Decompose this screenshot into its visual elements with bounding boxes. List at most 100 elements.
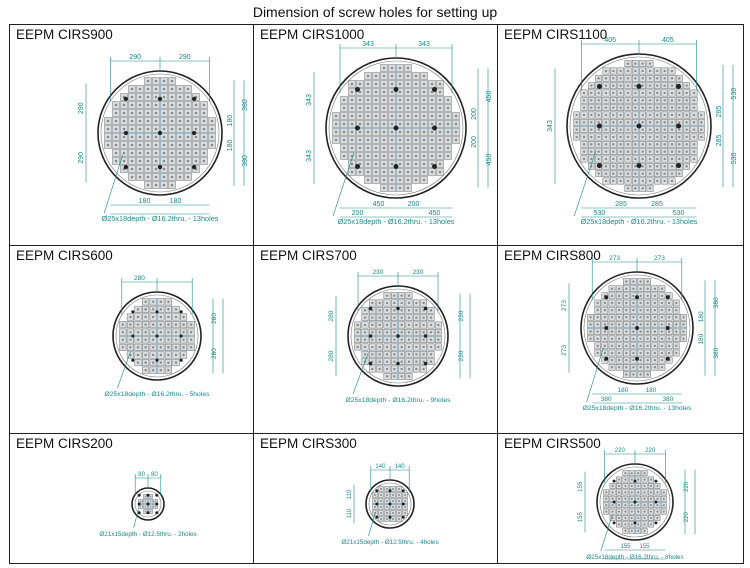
pole-dot [407, 301, 411, 305]
pole-dot [146, 175, 150, 179]
pole-dot [634, 172, 637, 175]
pole-dot [186, 135, 190, 139]
pole-dot [422, 130, 426, 134]
pole-dot [178, 95, 182, 99]
pole-dot [575, 113, 578, 117]
pole-dot [626, 69, 630, 73]
pole-grid [332, 64, 460, 192]
pole-dot [612, 113, 615, 117]
pole-dot [146, 103, 150, 107]
pole-dot [678, 106, 681, 109]
pole-dot [596, 337, 599, 340]
pole-dot [682, 323, 685, 326]
dimension-label: 450 [429, 210, 441, 217]
pole-dot [604, 121, 608, 124]
plate-inner-ring [368, 482, 412, 526]
pole-dot [146, 79, 150, 83]
pole-dot [656, 143, 659, 146]
screw-hole [123, 164, 129, 170]
pole-dot [603, 309, 606, 312]
pole-dot [626, 143, 630, 146]
screw-hole [146, 493, 150, 497]
pole-dot [392, 506, 394, 508]
screw-hole [604, 326, 609, 330]
pole-dot [414, 82, 418, 86]
pole-dot [414, 98, 418, 102]
dimension-label: 200 [352, 210, 364, 217]
pole-dot [438, 154, 442, 158]
hole-leader [133, 509, 139, 529]
screw-hole [612, 521, 616, 525]
pole-dot [656, 516, 659, 520]
pole-dot [159, 353, 163, 357]
plate-inner-ring [100, 73, 220, 193]
pole-dot [429, 323, 433, 327]
pole-dot [604, 99, 608, 102]
pole-dot [400, 375, 403, 378]
pole-dot [162, 159, 166, 163]
pole-dot [660, 351, 664, 355]
pole-dot [648, 113, 652, 117]
pole-dot [678, 143, 681, 146]
pole-dot [162, 183, 166, 187]
pole-dot [630, 523, 633, 526]
pole-dot [129, 338, 132, 342]
pole-dot [632, 373, 635, 376]
pole-dot [641, 77, 644, 80]
pole-dot [366, 74, 370, 78]
pole-dot [438, 114, 442, 118]
pole-dot [668, 316, 671, 319]
pole-dot [670, 128, 674, 131]
pole-dot [162, 127, 166, 131]
pole-dot [182, 330, 185, 334]
pole-dot [429, 360, 433, 363]
hole-note: Ø25x18depth - Ø16.2thru. - 13holes [338, 217, 455, 226]
pole-dot [400, 353, 403, 356]
pole-dot [604, 106, 608, 109]
screw-hole [157, 96, 163, 102]
pole-dot [422, 106, 426, 110]
pole-dot [626, 91, 630, 95]
pole-dot [358, 106, 362, 110]
pole-dot [366, 130, 370, 134]
pole-dot [656, 121, 659, 124]
pole-dot [178, 119, 182, 123]
pole-dot [685, 128, 688, 131]
pole-dot [404, 494, 406, 496]
pole-dot [660, 301, 664, 305]
pole-dot [619, 179, 622, 183]
pole-dot [149, 510, 152, 513]
pole-dot [374, 82, 378, 86]
pole-dot [178, 87, 182, 91]
pole-dot [138, 175, 142, 179]
screw-hole [393, 164, 399, 169]
pole-dot [194, 119, 198, 123]
pole-dot [358, 114, 362, 118]
dimension-lines [584, 450, 696, 560]
pole-dot [643, 472, 646, 475]
screw-hole [368, 334, 373, 338]
pole-dot [612, 77, 615, 80]
pole-dot [194, 151, 198, 155]
pole-dot [422, 98, 426, 102]
pole-dot [407, 316, 411, 319]
pole-dot [626, 121, 630, 124]
pole-dot [604, 179, 608, 183]
pole-dot [414, 130, 418, 134]
pole-dot [371, 338, 374, 341]
pole-dot [159, 300, 163, 304]
pole-dot [393, 294, 396, 297]
pole-dot [611, 497, 614, 500]
pole-dot [154, 79, 158, 83]
screw-hole [368, 306, 373, 311]
pole-dot [182, 346, 185, 349]
pole-dot [648, 172, 652, 175]
pole-dot [178, 135, 182, 139]
pole-dot [639, 323, 642, 326]
pole-dot [151, 361, 155, 364]
pole-dot [632, 301, 635, 305]
pole-dot [643, 478, 646, 481]
pole-dot [646, 344, 649, 347]
